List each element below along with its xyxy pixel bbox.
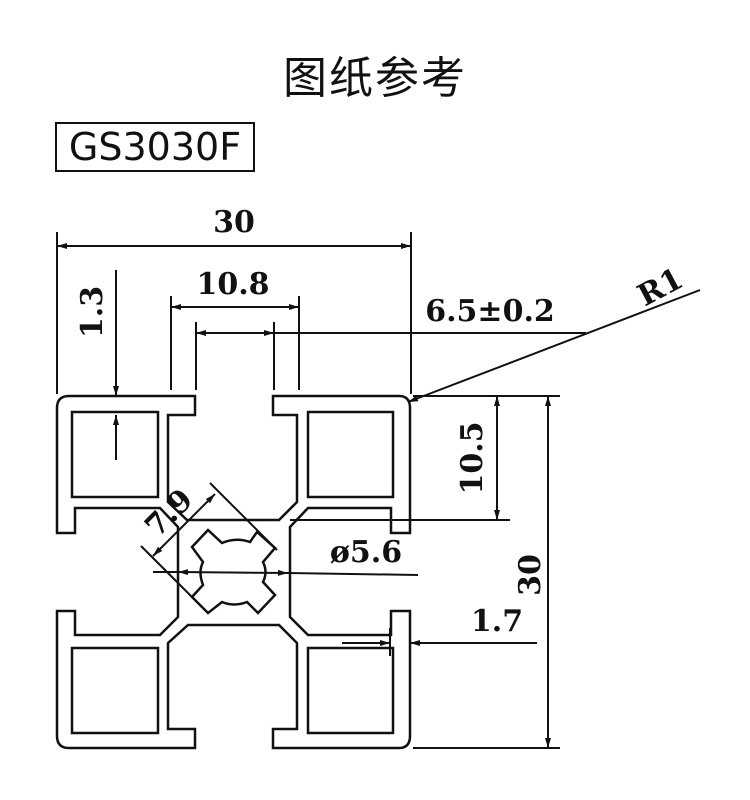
dim-center-hole: ø5.6 bbox=[330, 535, 402, 570]
dim-core-width: 7.9 bbox=[138, 482, 200, 544]
center-hole bbox=[190, 528, 277, 615]
dimension-lines bbox=[56, 232, 701, 749]
tube-top-right bbox=[306, 410, 395, 499]
dim-radius: R1 bbox=[632, 261, 689, 313]
dim-wall-thickness: 1.3 bbox=[75, 286, 110, 338]
dim-overall-width: 30 bbox=[213, 205, 255, 240]
tube-bottom-right bbox=[306, 646, 395, 735]
model-label: GS3030F bbox=[55, 122, 255, 172]
dim-slot-opening: 6.5±0.2 bbox=[425, 294, 555, 329]
dim-tube-height: 10.5 bbox=[455, 421, 490, 494]
drawing-title: 图纸参考 bbox=[283, 53, 467, 104]
dim-lip-thickness: 1.7 bbox=[471, 604, 523, 639]
tube-bottom-left bbox=[70, 646, 160, 735]
dim-slot-width: 10.8 bbox=[196, 267, 269, 302]
tube-top-left bbox=[70, 410, 160, 499]
dim-overall-height: 30 bbox=[513, 554, 548, 596]
dimension-labels: 30 10.8 6.5±0.2 R1 1.3 10.5 30 ø5.6 7.9 … bbox=[75, 205, 689, 639]
profile-outline bbox=[55, 394, 412, 750]
